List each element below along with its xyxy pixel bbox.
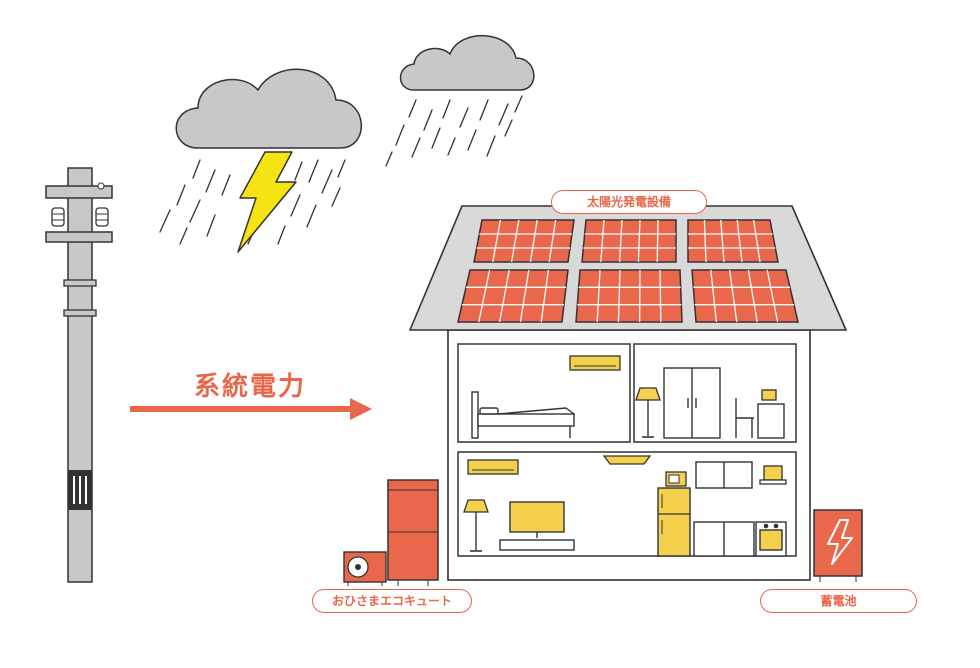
air-conditioner-icon [467, 459, 519, 475]
panel-grid-line [617, 269, 621, 323]
solar-panel-group [457, 219, 799, 323]
panel-grid-line [519, 269, 530, 323]
panel-grid-line [618, 219, 623, 263]
lightning-icon [237, 151, 297, 253]
solar-panel-icon [575, 269, 683, 323]
panel-grid-line [747, 269, 758, 323]
ecocute-label: おひさまエコキュート [312, 589, 472, 613]
panel-grid-line [596, 269, 601, 323]
panel-grid-line [766, 269, 779, 323]
tv-icon [499, 501, 575, 551]
lamp-icon [635, 387, 661, 438]
wardrobe-icon [663, 367, 721, 439]
heat-pump-icon [343, 551, 387, 586]
grid-power-label: 系統電力 [194, 372, 307, 402]
microwave-icon [665, 471, 687, 487]
solar-equipment-label: 太陽光発電設備 [551, 190, 707, 214]
solar-panel-icon [687, 219, 779, 263]
cloud-icon [175, 68, 363, 149]
panel-grid-line [600, 219, 605, 263]
lamp-icon [463, 499, 489, 552]
solar-panel-icon [473, 219, 575, 263]
solar-panel-icon [581, 219, 677, 263]
water-tank-icon [387, 479, 439, 586]
air-conditioner-icon [569, 355, 621, 371]
panel-grid-line [659, 269, 662, 323]
panel-grid-line [752, 219, 761, 263]
panel-grid-line [736, 219, 743, 263]
panel-grid-line [498, 269, 510, 323]
ceiling-light-icon [602, 455, 652, 465]
desk-icon [757, 389, 785, 439]
solar-panel-icon [691, 269, 799, 323]
utility-pole-icon [45, 167, 113, 583]
fridge-icon [657, 487, 691, 557]
panel-grid-line [529, 219, 538, 263]
panel-grid-line [548, 219, 557, 263]
panel-grid-line [703, 219, 707, 263]
battery-label: 蓄電池 [760, 589, 917, 613]
cloud-icon [399, 34, 535, 91]
battery-icon [813, 509, 863, 582]
panel-grid-line [710, 269, 718, 323]
kitchen-icon [693, 461, 787, 557]
panel-grid-line [728, 269, 738, 323]
laptop-icon [759, 465, 787, 485]
panel-grid-line [510, 219, 520, 263]
bed-icon [471, 391, 575, 439]
panel-grid-line [492, 219, 502, 263]
panel-grid-line [540, 269, 550, 323]
arrow-icon [130, 398, 372, 420]
panel-grid-line [656, 219, 659, 263]
rain-right [385, 95, 523, 167]
panel-grid-line [637, 219, 641, 263]
panel-grid-line [720, 219, 725, 263]
solar-panel-icon [457, 269, 569, 323]
chair-icon [735, 398, 754, 438]
panel-grid-line [478, 269, 491, 323]
